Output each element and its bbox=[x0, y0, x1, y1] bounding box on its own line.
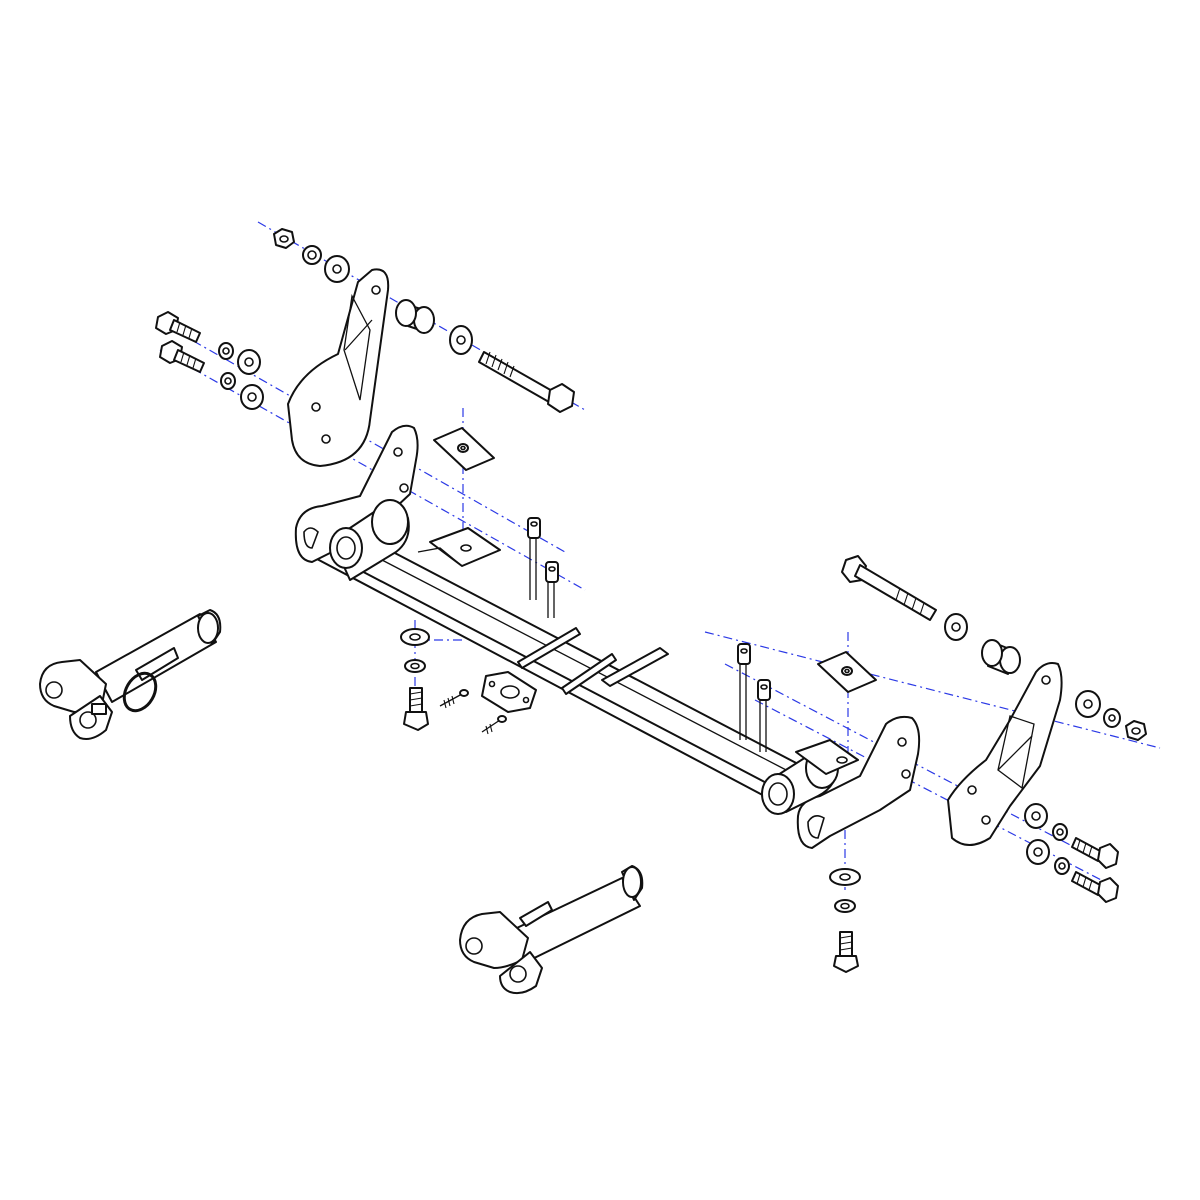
left-bent-tab-2 bbox=[545, 561, 559, 618]
right-short-bolt-2 bbox=[1071, 871, 1119, 903]
left-tow-arm bbox=[39, 609, 222, 740]
right-top-lock-washer bbox=[1103, 708, 1121, 728]
center-right-bolt bbox=[833, 931, 859, 973]
left-short-bolt-1 bbox=[155, 311, 201, 343]
right-bent-tab-1 bbox=[737, 643, 751, 740]
right-bolt-lock-washer-1 bbox=[1052, 823, 1068, 841]
right-bar-tab bbox=[795, 739, 859, 775]
right-bolt-flat-washer-2 bbox=[1026, 839, 1050, 865]
left-bolt-flat-washer-1 bbox=[237, 349, 261, 375]
left-bolt-lock-washer-2 bbox=[220, 372, 236, 390]
self-tapping-screw-1 bbox=[439, 689, 469, 709]
right-spacer bbox=[981, 639, 1021, 675]
left-long-bolt bbox=[478, 351, 575, 413]
left-mounting-plate bbox=[294, 424, 419, 563]
right-mounting-plate bbox=[796, 715, 921, 849]
left-tube-collar bbox=[329, 499, 410, 581]
center-right-flat-washer bbox=[829, 868, 861, 886]
axis-right-upper bbox=[704, 631, 1161, 749]
center-left-flat-washer bbox=[400, 628, 430, 646]
right-outer-bracket bbox=[947, 662, 1063, 846]
left-bolt-lock-washer-1 bbox=[218, 342, 234, 360]
flange-plate bbox=[481, 671, 537, 713]
left-bent-tab-1 bbox=[527, 517, 541, 600]
center-left-lock-washer bbox=[404, 659, 426, 673]
center-right-lock-washer bbox=[834, 899, 856, 913]
left-spacer bbox=[395, 299, 435, 334]
right-short-bolt-1 bbox=[1071, 837, 1119, 869]
right-bent-tab-2 bbox=[757, 679, 771, 752]
right-bolt-flat-washer-1 bbox=[1024, 803, 1048, 829]
left-top-flat-washer bbox=[324, 255, 350, 283]
left-outer-bracket bbox=[287, 268, 390, 467]
right-spacer-washer bbox=[944, 613, 968, 641]
right-tow-arm bbox=[459, 865, 644, 995]
left-short-bolt-2 bbox=[159, 340, 205, 373]
left-tow-arm-ring bbox=[122, 671, 158, 713]
left-top-lock-washer bbox=[302, 245, 322, 265]
self-tapping-screw-2 bbox=[481, 715, 507, 735]
left-bolt-flat-washer-2 bbox=[240, 384, 264, 410]
right-bolt-lock-washer-2 bbox=[1054, 857, 1070, 875]
axis-left-bolt-2 bbox=[159, 349, 586, 591]
center-pin-rods bbox=[517, 627, 617, 695]
right-top-hex-nut bbox=[1125, 720, 1147, 741]
right-long-bolt bbox=[841, 555, 937, 621]
left-spacer-washer bbox=[449, 325, 473, 355]
right-top-flat-washer bbox=[1075, 690, 1101, 718]
center-left-bolt bbox=[403, 687, 429, 731]
left-bar-tab bbox=[417, 527, 501, 567]
right-square-nut-plate bbox=[817, 651, 877, 693]
center-flat-tab bbox=[601, 647, 669, 687]
left-square-nut-plate bbox=[433, 427, 495, 471]
left-top-hex-nut bbox=[273, 228, 295, 249]
